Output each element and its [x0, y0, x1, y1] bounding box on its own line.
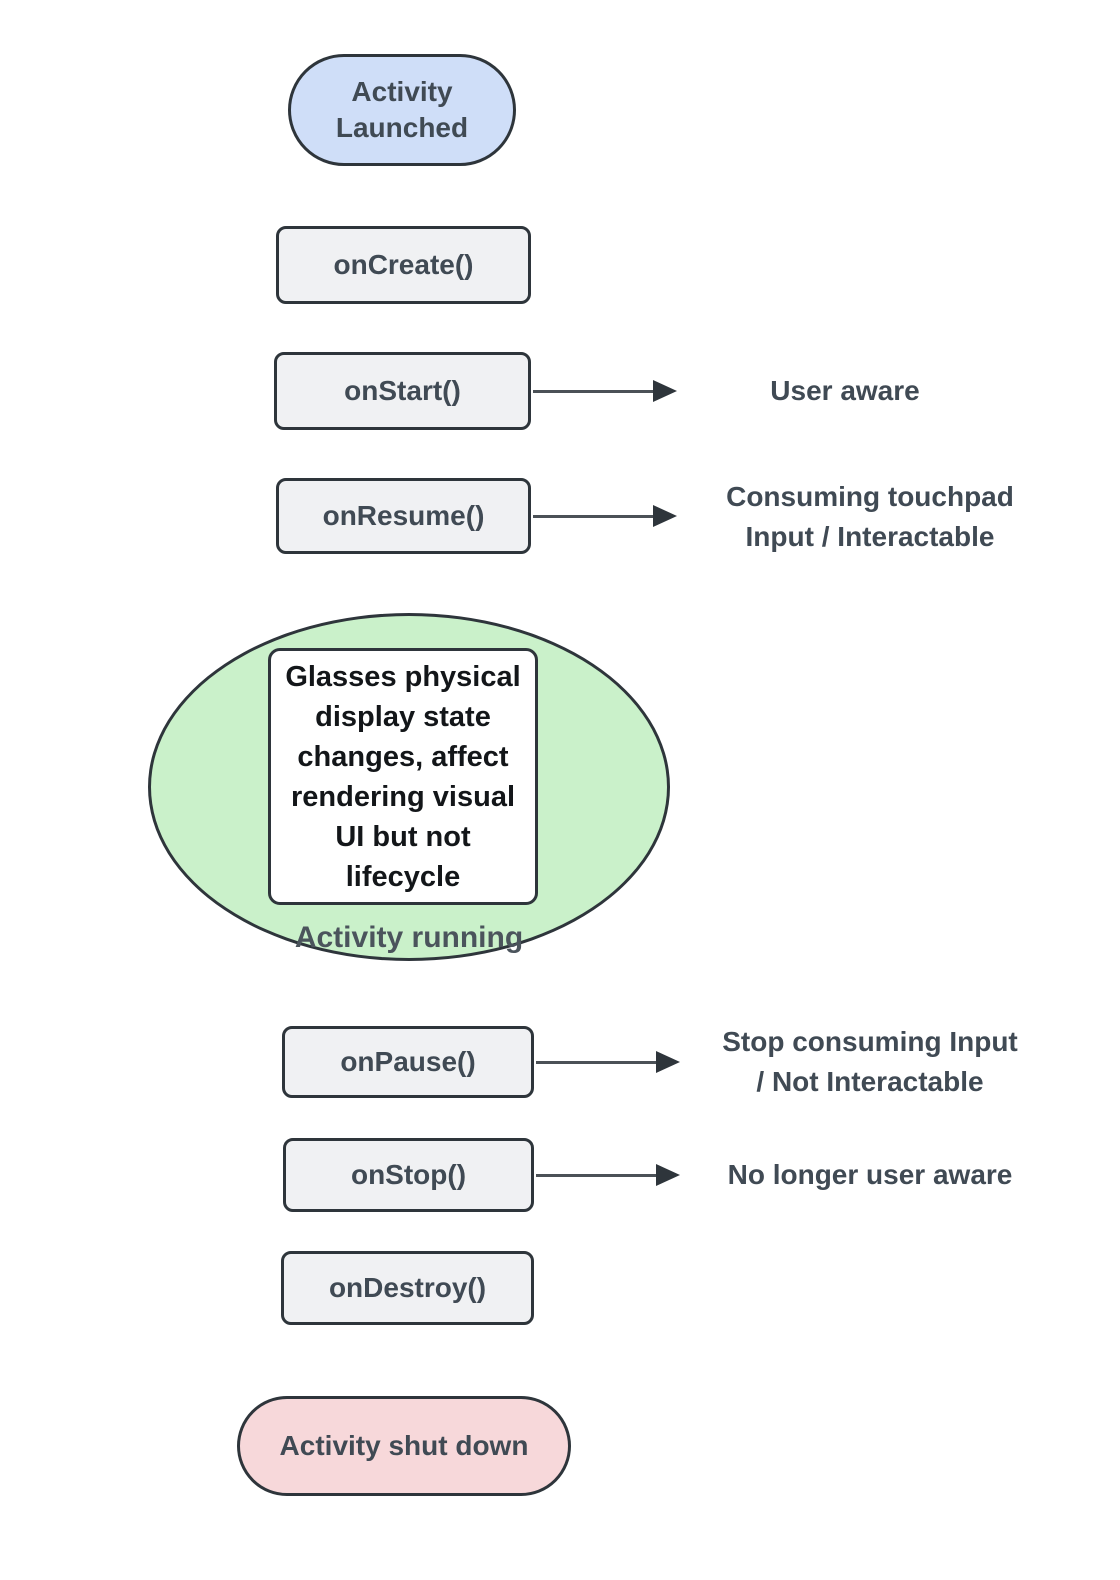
node-ondestroy: onDestroy() — [281, 1251, 534, 1325]
arrow-right-icon — [533, 379, 678, 403]
annotation-text-line: Stop consuming Input — [722, 1026, 1018, 1057]
arrow-right-icon — [536, 1163, 681, 1187]
node-activity-launched-label: Activity Launched — [335, 75, 469, 143]
node-activity-shut-down-label: Activity shut down — [279, 1429, 529, 1461]
arrow-shaft — [533, 514, 654, 518]
note-line: Glasses physical — [285, 660, 521, 693]
annotation-text: No longer user aware — [727, 1159, 1013, 1190]
node-onpause-label: onPause() — [340, 1045, 476, 1077]
arrow-head — [653, 505, 677, 527]
arrow-right-icon — [533, 504, 678, 528]
node-oncreate-label: onCreate() — [333, 248, 474, 280]
node-oncreate: onCreate() — [276, 226, 531, 304]
node-onresume-label: onResume() — [322, 499, 485, 531]
annotation-stop-consuming: Stop consuming Input / Not Interactable — [690, 1022, 1050, 1102]
arrow-head — [653, 380, 677, 402]
node-onstop-label: onStop() — [350, 1158, 467, 1190]
node-activity-launched: Activity Launched — [288, 54, 516, 166]
node-onpause: onPause() — [282, 1026, 534, 1098]
annotation-consuming-touchpad: Consuming touchpad Input / Interactable — [690, 477, 1050, 557]
arrow-head — [656, 1051, 680, 1073]
node-activity-shut-down: Activity shut down — [237, 1396, 571, 1496]
note-line: lifecycle — [345, 860, 461, 893]
node-activity-running: Glasses physical display state changes, … — [148, 613, 670, 961]
arrow-head — [656, 1164, 680, 1186]
arrow-shaft — [533, 389, 654, 393]
node-onresume: onResume() — [276, 478, 531, 554]
note-line: UI but not — [335, 820, 471, 853]
annotation-text-line: Input / Interactable — [745, 521, 995, 552]
note-line: changes, affect — [297, 740, 509, 773]
node-onstop: onStop() — [283, 1138, 534, 1212]
note-line: rendering visual — [290, 780, 515, 813]
node-onstart: onStart() — [274, 352, 531, 430]
activity-running-note-box: Glasses physical display state changes, … — [268, 648, 538, 905]
node-activity-running-label: Activity running — [294, 921, 524, 954]
annotation-user-aware: User aware — [700, 352, 990, 430]
annotation-text-line: / Not Interactable — [756, 1066, 984, 1097]
annotation-text: User aware — [770, 375, 920, 406]
annotation-text-line: Consuming touchpad — [726, 481, 1014, 512]
node-ondestroy-label: onDestroy() — [328, 1271, 487, 1303]
note-line: display state — [315, 700, 491, 733]
arrow-shaft — [536, 1060, 657, 1064]
arrow-shaft — [536, 1173, 657, 1177]
arrow-right-icon — [536, 1050, 681, 1074]
annotation-no-longer-aware: No longer user aware — [690, 1138, 1050, 1212]
node-onstart-label: onStart() — [344, 374, 461, 406]
